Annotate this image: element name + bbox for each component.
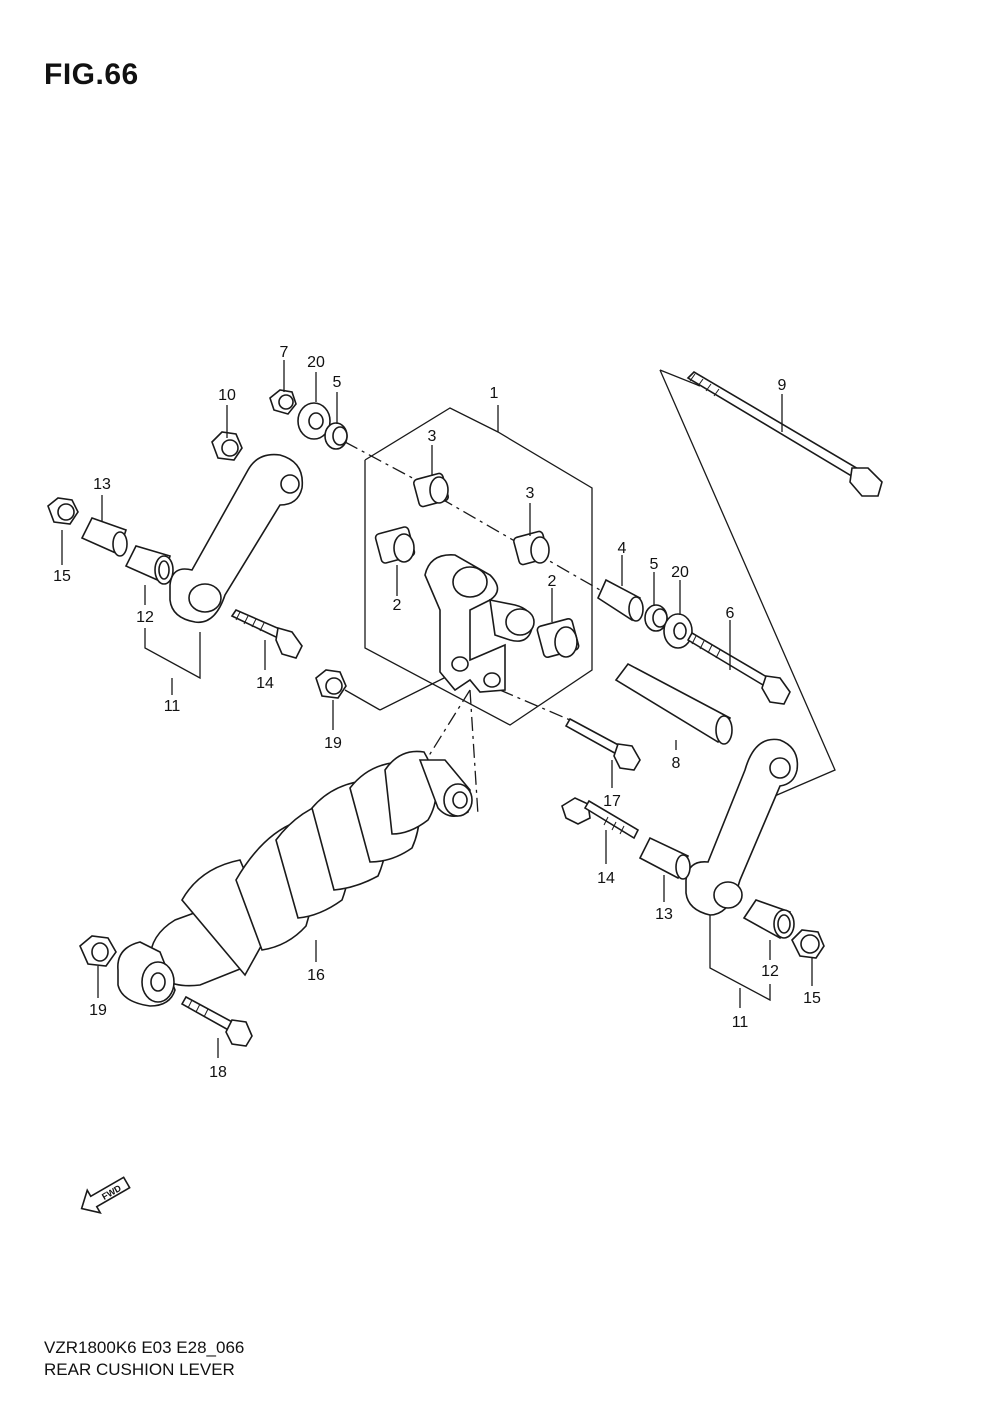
callout-13: 13 [93, 476, 111, 493]
bolt-18 [180, 995, 253, 1047]
collar-13-left [80, 517, 128, 557]
leader-lines [61, 360, 813, 1058]
callout-19: 19 [89, 1002, 107, 1019]
collar-13-right [638, 836, 691, 880]
cushion-lever-group-box [364, 405, 593, 726]
bolt-17 [564, 717, 641, 771]
callout-11: 11 [732, 1014, 749, 1031]
bearing-2-left [374, 526, 416, 564]
nut-19-lower [79, 935, 117, 967]
callout-labels: 1 2 2 3 3 4 5 5 6 7 8 9 10 11 11 12 12 1… [53, 344, 821, 1081]
bolt-6 [686, 631, 791, 705]
bolt-9 [686, 370, 883, 497]
callout-3: 3 [428, 428, 437, 445]
callout-5: 5 [650, 556, 659, 573]
callout-15: 15 [53, 568, 71, 585]
callout-20: 20 [671, 564, 689, 581]
nut-10 [211, 431, 243, 461]
callout-16: 16 [307, 967, 325, 984]
callout-17: 17 [603, 793, 621, 810]
callout-19: 19 [324, 735, 342, 752]
callout-10: 10 [218, 387, 236, 404]
nut-7 [269, 389, 297, 415]
tie-rod-right [685, 738, 799, 916]
callout-8: 8 [672, 755, 681, 772]
callout-11: 11 [164, 698, 181, 715]
callout-12: 12 [761, 963, 779, 980]
bearing-3-upper [412, 472, 450, 508]
bearing-12-left [124, 545, 174, 585]
callout-7: 7 [280, 344, 289, 361]
fwd-arrow-icon: FWD [80, 1176, 131, 1214]
callout-12: 12 [136, 609, 154, 626]
bearing-12-right [742, 899, 795, 940]
bearing-2-right [536, 617, 580, 659]
callout-6: 6 [726, 605, 735, 622]
collar-4 [596, 578, 644, 622]
callout-1: 1 [490, 385, 499, 402]
bolt-14-right [561, 797, 640, 840]
model-code: VZR1800K6 E03 E28_066 [44, 1338, 245, 1357]
callout-20: 20 [307, 354, 325, 371]
callout-14: 14 [597, 870, 615, 887]
callout-9: 9 [778, 377, 787, 394]
callout-15: 15 [803, 990, 821, 1007]
spacer-8 [614, 662, 733, 745]
callout-2: 2 [548, 573, 557, 590]
callout-5: 5 [333, 374, 342, 391]
nut-15-right [791, 929, 825, 959]
callout-13: 13 [655, 906, 673, 923]
shock-absorber [117, 750, 473, 1007]
callout-3: 3 [526, 485, 535, 502]
bolt-9-bracket [659, 369, 836, 799]
tie-rod-left [169, 453, 304, 624]
cushion-lever [424, 554, 535, 693]
nut-15-left [47, 497, 79, 525]
bolt-14-left [230, 608, 303, 659]
figure-title: FIG.66 [44, 58, 139, 91]
figure-name: REAR CUSHION LEVER [44, 1360, 235, 1379]
callout-4: 4 [618, 540, 627, 557]
callout-14: 14 [256, 675, 274, 692]
callout-2: 2 [393, 597, 402, 614]
bushing-5-left [324, 422, 348, 450]
washer-20-right [663, 613, 693, 649]
bushing-5-right [644, 604, 668, 632]
washer-20-left [297, 402, 331, 440]
bearing-3-right [512, 530, 550, 566]
nut-19-upper [315, 669, 347, 699]
callout-18: 18 [209, 1064, 227, 1081]
